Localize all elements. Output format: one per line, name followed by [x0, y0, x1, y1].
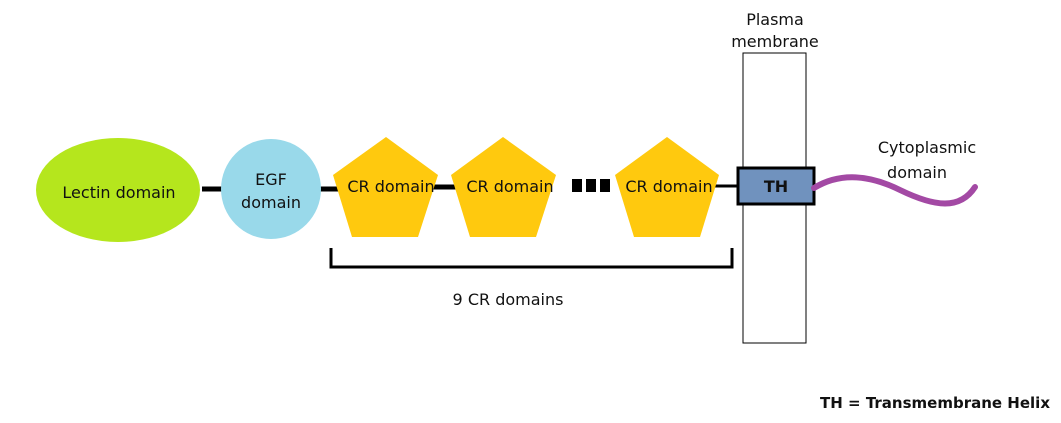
- cr-domain-3: [615, 137, 719, 237]
- cytoplasmic-label-1: Cytoplasmic: [878, 138, 976, 157]
- cr-domain-2: [451, 137, 556, 237]
- egf-domain: [221, 139, 321, 239]
- th-label: TH: [764, 177, 788, 196]
- membrane-label-2: membrane: [731, 32, 819, 51]
- cr-label-1: CR domain: [347, 177, 434, 196]
- cr-label-3: CR domain: [625, 177, 712, 196]
- transmembrane-helix: [736, 166, 816, 206]
- legend: TH = Transmembrane Helix: [820, 394, 1050, 412]
- lectin-domain: [36, 138, 200, 242]
- bracket-label: 9 CR domains: [453, 290, 564, 309]
- cytoplasmic-tail: [811, 174, 978, 207]
- ellipsis-dots: [572, 179, 610, 192]
- cr-bracket: [329, 248, 734, 269]
- cr-label-2: CR domain: [466, 177, 553, 196]
- cytoplasmic-label-2: domain: [887, 163, 947, 182]
- cr-domain-1: [333, 137, 438, 237]
- lectin-label: Lectin domain: [62, 183, 175, 202]
- egf-label-1: EGF: [255, 170, 287, 189]
- membrane-label-1: Plasma: [746, 10, 804, 29]
- linkers: [202, 184, 740, 192]
- egf-label-2: domain: [241, 193, 301, 212]
